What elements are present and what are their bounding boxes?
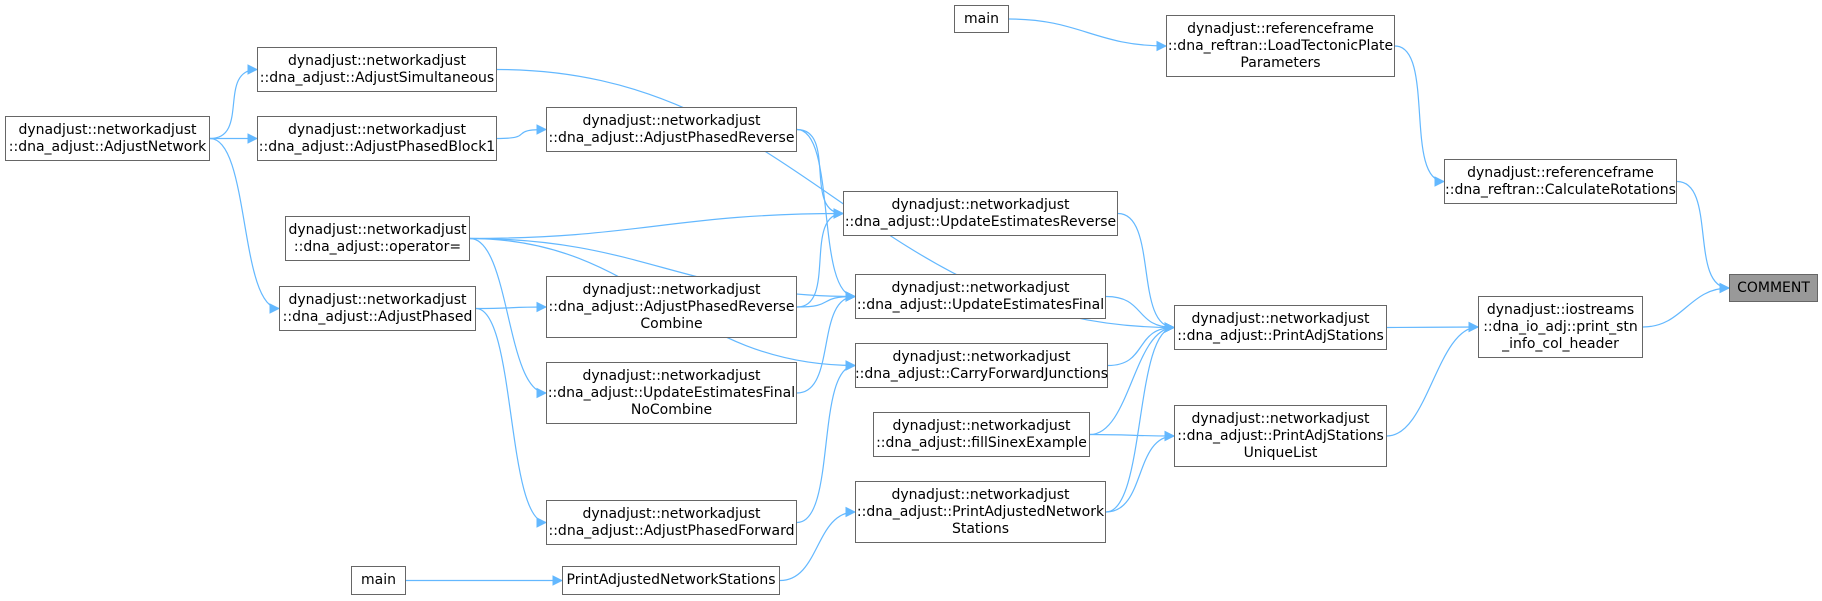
node-adjust-phased[interactable]: dynadjust::networkadjust::dna_adjust::Ad… (279, 286, 476, 331)
node-label-line: dynadjust::networkadjust (287, 52, 467, 69)
edge-uer-to-pas (1117, 212, 1176, 333)
node-print-stn-info-col-header[interactable]: dynadjust::iostreams::dna_io_adj::print_… (1478, 296, 1643, 358)
node-label-line: dynadjust::networkadjust (891, 196, 1070, 213)
node-update-estimates-final-no-combine[interactable]: dynadjust::networkadjust::dna_adjust::Up… (546, 362, 797, 424)
node-label-line: dynadjust::networkadjust (1191, 410, 1370, 427)
node-label-line: ::dna_adjust::PrintAdjustedNetwork (856, 503, 1105, 520)
edge-uef-to-pas (1105, 295, 1176, 333)
node-label-line: dynadjust::networkadjust (288, 221, 467, 238)
node-label-line: dynadjust::iostreams (1486, 301, 1635, 318)
edge-main1-to-load_tect (1008, 18, 1168, 52)
node-adjust-phased-forward[interactable]: dynadjust::networkadjust::dna_adjust::Ad… (546, 500, 797, 545)
node-label-line: dynadjust::networkadjust (582, 281, 761, 298)
node-adjust-phased-reverse-combine[interactable]: dynadjust::networkadjust::dna_adjust::Ad… (546, 276, 797, 338)
node-label-line: Stations (951, 520, 1010, 537)
edge-apf-to-cfj (796, 360, 857, 524)
node-load-tectonic-plate-parameters[interactable]: dynadjust::referenceframe::dna_reftran::… (1166, 15, 1395, 77)
node-main-1[interactable]: main (954, 5, 1009, 33)
node-label-line: ::dna_reftran::LoadTectonicPlate (1167, 37, 1394, 54)
node-label-line: UniqueList (1243, 444, 1318, 461)
node-label-line: dynadjust::referenceframe (1467, 164, 1654, 181)
node-update-estimates-final[interactable]: dynadjust::networkadjust::dna_adjust::Up… (855, 274, 1106, 319)
node-label-line: ::dna_adjust::UpdateEstimatesFinal (547, 384, 796, 401)
node-label-line: ::dna_adjust::operator= (293, 238, 462, 255)
node-fill-sinex-example[interactable]: dynadjust::networkadjust::dna_adjust::fi… (873, 412, 1090, 457)
node-label-line: main (964, 10, 999, 27)
node-print-adjusted-network-stations[interactable]: dynadjust::networkadjust::dna_adjust::Pr… (855, 481, 1106, 543)
node-adjust-simultaneous[interactable]: dynadjust::networkadjust::dna_adjust::Ad… (257, 47, 497, 92)
node-label-line: COMMENT (1737, 279, 1810, 296)
edge-calc_rot-to-comment (1676, 180, 1731, 294)
node-label-line: dynadjust::networkadjust (582, 505, 761, 522)
node-label-line: dynadjust::networkadjust (287, 121, 467, 138)
edge-aph-to-apf (475, 307, 548, 528)
edge-anet-to-aph (209, 137, 281, 314)
node-label-line: ::dna_adjust::PrintAdjStations (1177, 327, 1384, 344)
edge-fse-to-pas (1089, 322, 1176, 436)
edge-pans2-to-pans (779, 506, 857, 582)
edge-pans-to-pas (1105, 322, 1176, 513)
node-comment: COMMENT (1729, 274, 1818, 302)
edge-cfj-to-pas (1107, 322, 1176, 367)
node-print-adj-stations-unique-list[interactable]: dynadjust::networkadjust::dna_adjust::Pr… (1174, 405, 1387, 467)
edge-op-to-uefnc (469, 237, 548, 399)
edge-op-to-uer (469, 208, 845, 240)
node-label-line: dynadjust::networkadjust (892, 348, 1071, 365)
node-label-line: ::dna_adjust::AdjustPhasedBlock1 (258, 138, 496, 155)
node-label-line: ::dna_adjust::CarryForwardJunctions (854, 365, 1109, 382)
node-label-line: ::dna_adjust::AdjustPhasedReverse (548, 129, 795, 146)
node-label-line: ::dna_adjust::UpdateEstimatesFinal (856, 296, 1105, 313)
node-main-2[interactable]: main (351, 566, 406, 595)
edge-anet-to-asim (209, 64, 259, 140)
node-label-line: ::dna_adjust::AdjustPhasedReverse (548, 298, 795, 315)
node-label-line: ::dna_adjust::UpdateEstimatesReverse (844, 213, 1117, 230)
node-print-adj-stations[interactable]: dynadjust::networkadjust::dna_adjust::Pr… (1174, 305, 1387, 350)
edge-fse-to-pasu (1089, 430, 1176, 442)
node-label-line: dynadjust::networkadjust (582, 112, 761, 129)
node-label-line: ::dna_io_adj::print_stn (1483, 318, 1638, 335)
node-label-line: dynadjust::networkadjust (892, 417, 1071, 434)
node-label-line: ::dna_adjust::fillSinexExample (876, 434, 1087, 451)
node-label-line: Combine (640, 315, 703, 332)
edge-apb1-to-apr (496, 124, 548, 140)
node-label-line: NoCombine (630, 401, 713, 418)
node-label-line: Parameters (1240, 54, 1321, 71)
node-label-line: dynadjust::networkadjust (891, 279, 1070, 296)
node-adjust-phased-reverse[interactable]: dynadjust::networkadjust::dna_adjust::Ad… (546, 107, 797, 152)
node-label-line: dynadjust::networkadjust (18, 121, 197, 138)
node-label-line: main (361, 572, 396, 588)
node-label-line: ::dna_adjust::AdjustSimultaneous (259, 69, 495, 86)
node-adjust-network[interactable]: dynadjust::networkadjust::dna_adjust::Ad… (5, 116, 210, 161)
edge-aph-to-aprc (475, 301, 548, 313)
node-label-line: ::dna_adjust::PrintAdjStations (1177, 427, 1384, 444)
node-carry-forward-junctions[interactable]: dynadjust::networkadjust::dna_adjust::Ca… (855, 343, 1108, 388)
edge-load_tect-to-calc_rot (1394, 45, 1446, 187)
node-label-line: ::dna_adjust::AdjustPhased (282, 308, 473, 325)
node-calculate-rotations[interactable]: dynadjust::referenceframe::dna_reftran::… (1444, 159, 1677, 204)
node-label-line: dynadjust::networkadjust (1191, 310, 1370, 327)
edge-apr-to-uef (796, 128, 857, 302)
node-update-estimates-reverse[interactable]: dynadjust::networkadjust::dna_adjust::Up… (843, 191, 1118, 236)
node-label-line: ::dna_reftran::CalculateRotations (1445, 181, 1676, 198)
edge-print_stn-to-comment (1642, 282, 1731, 328)
edge-pasu-to-print_stn (1386, 321, 1480, 437)
node-label-line: PrintAdjustedNetworkStations (566, 572, 776, 588)
node-adjust-phased-block1[interactable]: dynadjust::networkadjust::dna_adjust::Ad… (257, 116, 497, 161)
edge-pans-to-pasu (1105, 430, 1176, 513)
edge-uefnc-to-uef (796, 291, 857, 394)
node-label-line: ::dna_adjust::AdjustNetwork (8, 138, 207, 155)
node-label-line: _info_col_header (1502, 335, 1619, 352)
node-label-line: dynadjust::networkadjust (582, 367, 761, 384)
node-label-line: ::dna_adjust::AdjustPhasedForward (548, 522, 795, 539)
edge-pas-to-print_stn (1386, 321, 1480, 333)
node-label-line: dynadjust::networkadjust (891, 486, 1070, 503)
node-operator-assign[interactable]: dynadjust::networkadjust::dna_adjust::op… (285, 216, 470, 261)
node-label-line: dynadjust::networkadjust (288, 291, 467, 308)
node-print-adjusted-network-stations-free[interactable]: PrintAdjustedNetworkStations (562, 566, 780, 595)
node-label-line: dynadjust::referenceframe (1187, 20, 1374, 37)
edge-aprc-to-uer (796, 208, 845, 308)
